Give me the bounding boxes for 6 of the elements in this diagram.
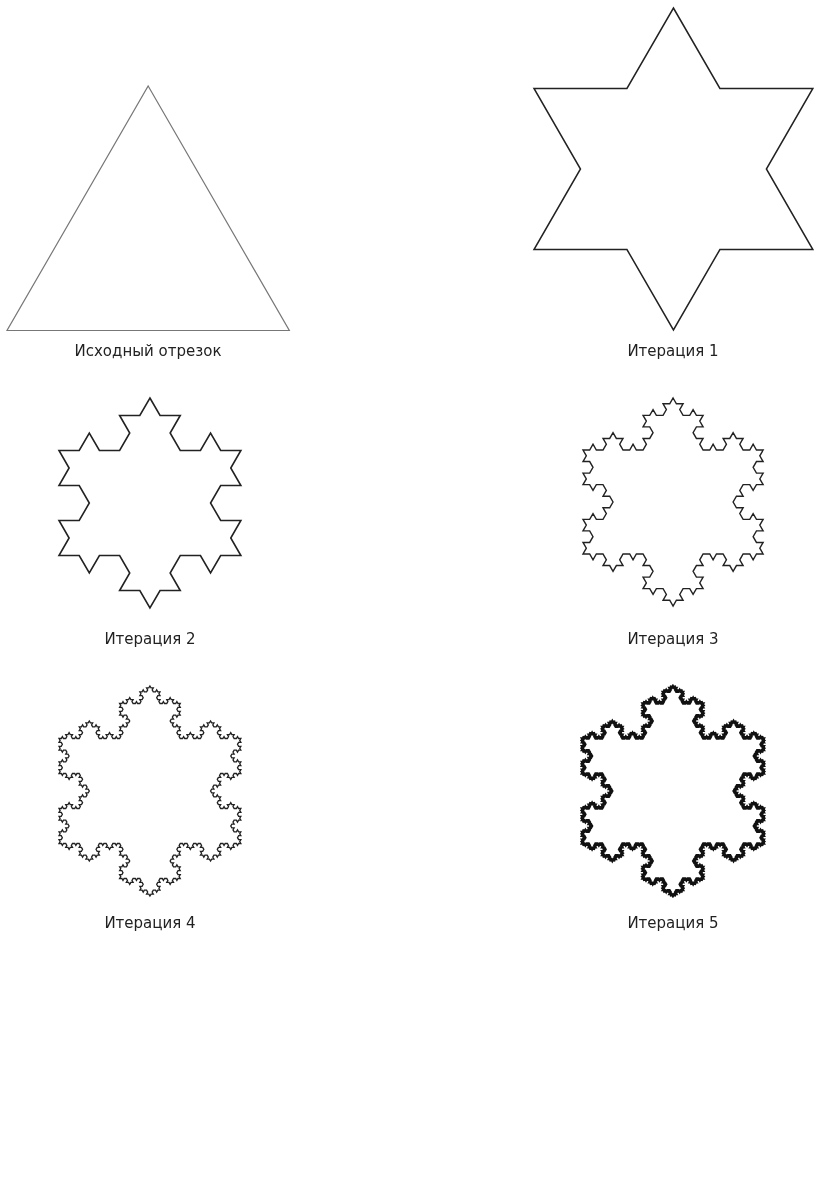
caption: Итерация 5: [627, 913, 719, 934]
caption: Итерация 4: [104, 913, 196, 934]
caption: Итерация 2: [104, 629, 196, 650]
caption: Итерация 3: [627, 629, 719, 650]
caption: Исходный отрезок: [74, 341, 222, 362]
caption: Итерация 1: [627, 341, 719, 362]
